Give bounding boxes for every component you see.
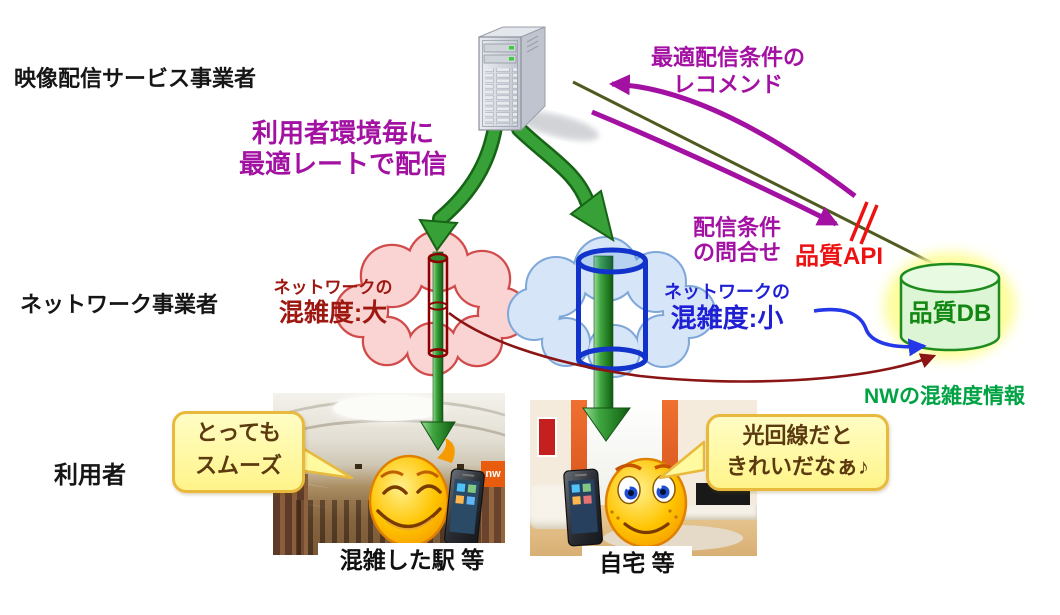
congestion-heavy-line2: 混雑度:大 — [278, 299, 388, 327]
recommend-line2: レコメンド — [672, 72, 783, 97]
delivery-arrow-right — [511, 121, 615, 243]
pink-cloud-icon — [334, 229, 530, 377]
speech-bubble-right: 光回線だと きれいだなぁ♪ — [706, 414, 889, 491]
bubble-left-line1: とっても — [195, 420, 282, 445]
server-shadow — [517, 111, 599, 141]
stream-rod-right — [582, 255, 631, 442]
user-label: 利用者 — [54, 462, 126, 489]
smiley-happy-closed-eyes-icon — [368, 438, 455, 548]
recommend-line1: 最適配信条件の — [650, 45, 805, 70]
inquiry-annotation: 配信条件 の問合せ — [676, 215, 798, 265]
inquiry-line1: 配信条件 — [692, 215, 781, 240]
station-banner: nw — [481, 461, 505, 488]
nw-info-label: NWの混雑度情報 — [864, 385, 1025, 408]
recommend-arrow — [608, 74, 857, 198]
congestion-heavy-line1: ネットワークの — [273, 278, 393, 297]
network-operator-label: ネットワーク事業者 — [20, 292, 219, 317]
stream-rod-left — [420, 251, 456, 451]
server-db-link-line — [572, 80, 937, 267]
congestion-light-annotation: ネットワークの 混雑度:小 — [650, 281, 804, 334]
home-caption: 自宅 等 — [582, 546, 692, 580]
speech-bubble-left: とっても スムーズ — [172, 411, 305, 493]
narrow-red-pipe-icon — [427, 252, 449, 358]
congestion-light-arrow — [813, 307, 927, 357]
bubble-left-line2: スムーズ — [195, 453, 282, 478]
station-caption: 混雑した駅 等 — [318, 543, 506, 577]
smartphone-icon — [563, 468, 603, 547]
inquiry-line2: の問合せ — [692, 240, 781, 265]
delivery-line1: 利用者環境毎に — [251, 118, 434, 148]
congestion-light-line2: 混雑度:小 — [670, 303, 784, 333]
home-picture-frame — [536, 417, 557, 458]
provider-label: 映像配信サービス事業者 — [14, 66, 257, 91]
congestion-info-arrow — [448, 311, 937, 383]
home-tv-board — [684, 504, 757, 521]
smartphone-icon — [444, 468, 485, 547]
database-cylinder-icon — [884, 252, 1016, 360]
recommend-annotation: 最適配信条件の レコメンド — [630, 44, 826, 98]
quality-db-label: 品質DB — [908, 300, 992, 327]
delivery-arrow-left — [418, 119, 503, 252]
delivery-annotation: 利用者環境毎に 最適レートで配信 — [233, 118, 453, 180]
server-tower-icon — [478, 26, 546, 132]
quality-api-label: 品質API — [795, 243, 884, 270]
congestion-heavy-annotation: ネットワークの 混雑度:大 — [260, 277, 406, 328]
station-skylight — [333, 395, 445, 421]
wide-blue-pipe-icon — [576, 247, 648, 372]
red-double-slash-icon — [849, 201, 879, 245]
inquiry-arrow — [591, 109, 839, 227]
delivery-line2: 最適レートで配信 — [238, 149, 447, 179]
bubble-right-line1: 光回線だと — [742, 423, 853, 448]
congestion-light-line1: ネットワークの — [664, 282, 790, 302]
bubble-right-line2: きれいだなぁ♪ — [725, 454, 869, 479]
bubble-tail-right — [658, 440, 706, 480]
